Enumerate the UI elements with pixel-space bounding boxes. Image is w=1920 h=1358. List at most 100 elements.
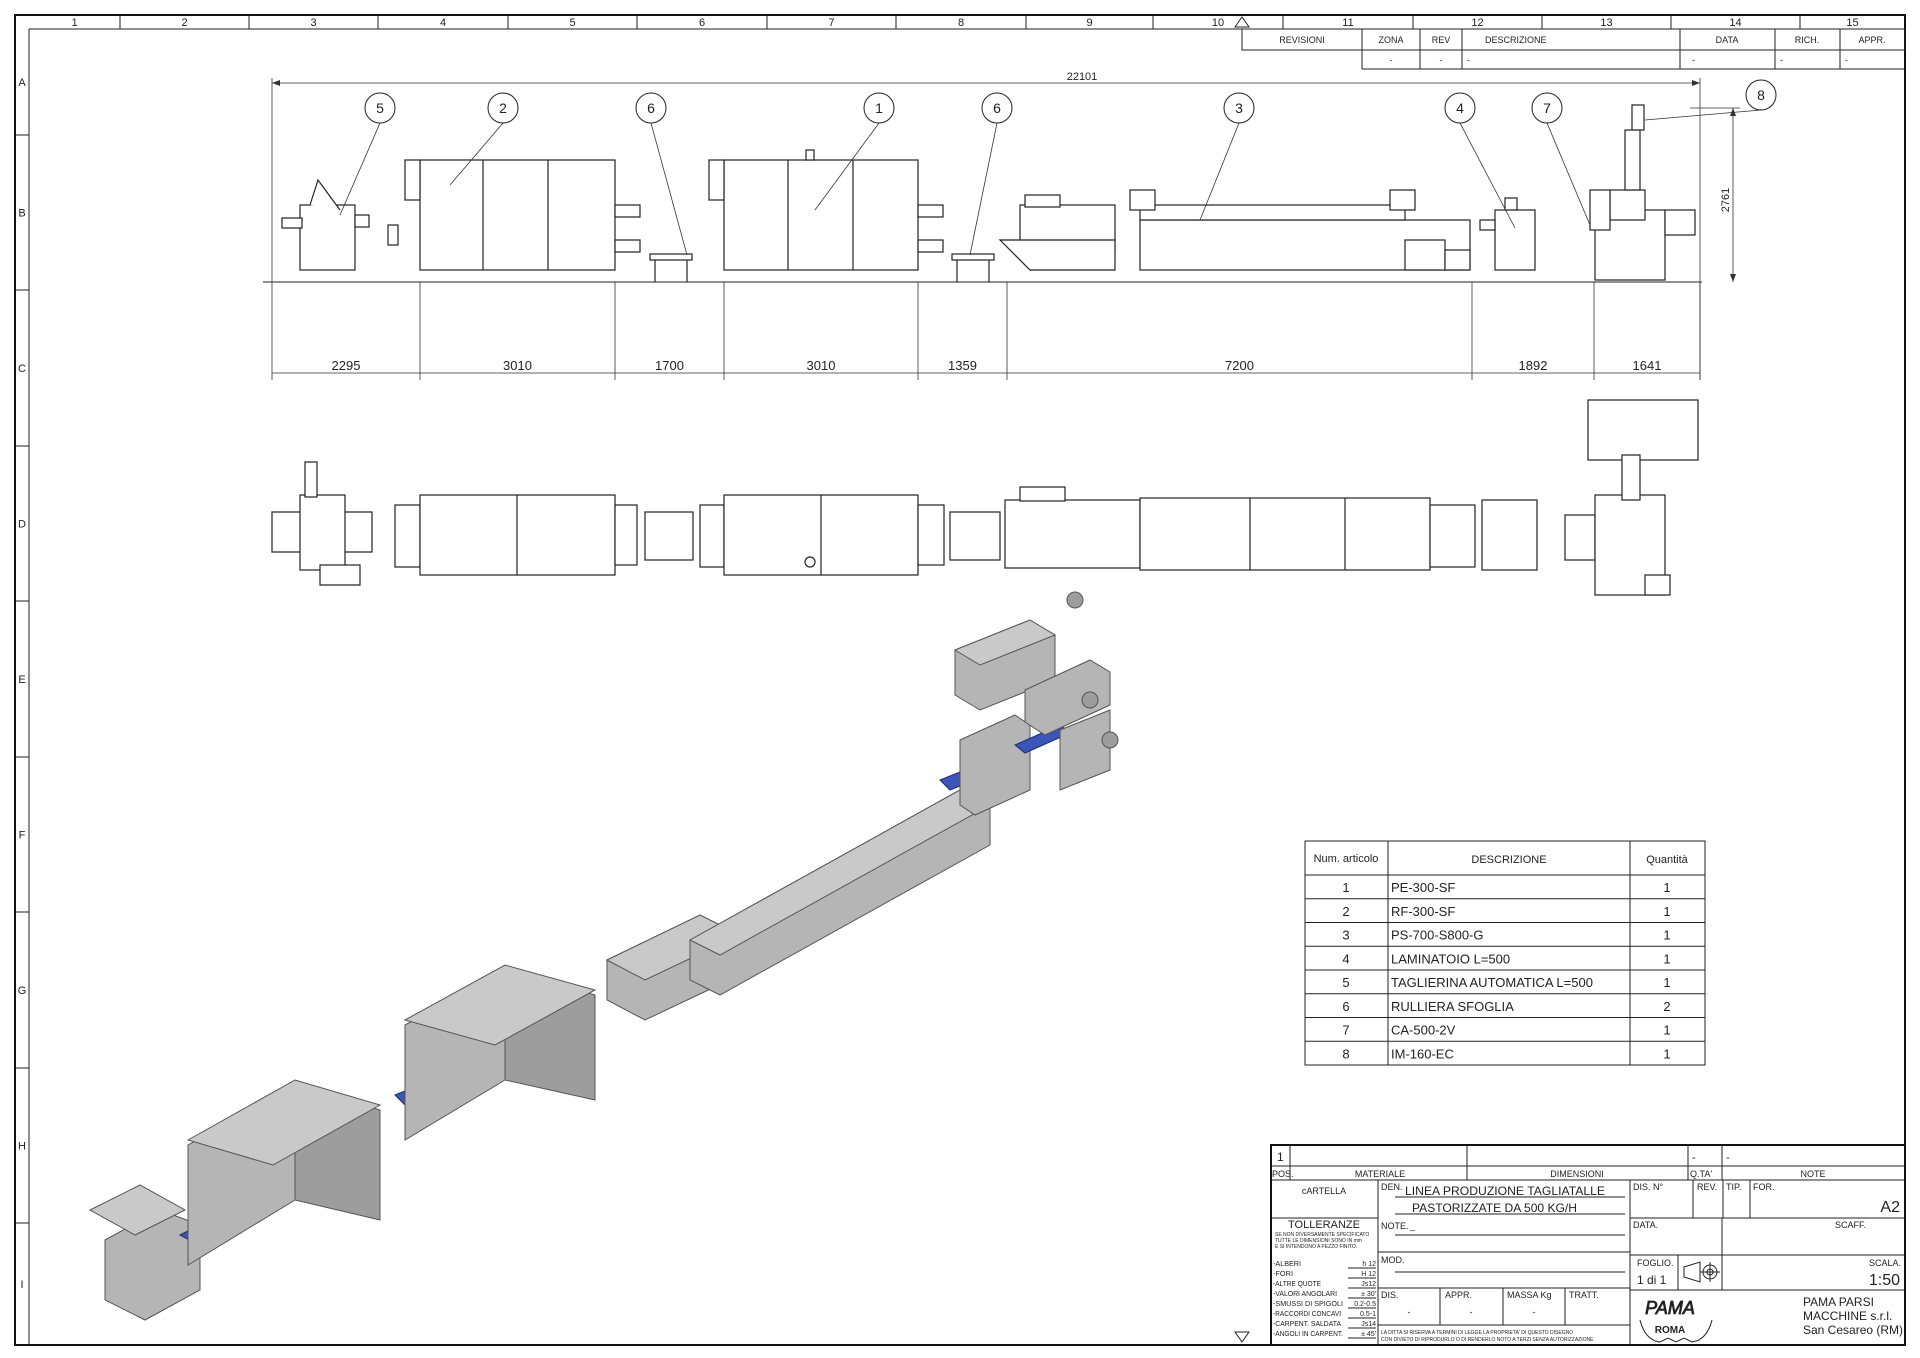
tolerance-value: ± 45' [1361, 1331, 1376, 1338]
scaff-label: SCAFF. [1835, 1220, 1866, 1230]
data-label: DATA. [1633, 1220, 1658, 1230]
legal-notice-2: CON DIVIETO DI RIPRODURLO O DI RENDERLO … [1381, 1337, 1594, 1343]
revisions-table: REVISIONI ZONA REV DESCRIZIONE DATA RICH… [1241, 28, 1906, 70]
tolerance-label: -VALORI ANGOLARI [1273, 1291, 1337, 1298]
company-type: MACCHINE s.r.l. [1803, 1309, 1892, 1323]
column-label: 12 [1471, 17, 1483, 29]
segment-dimension: 1641 [1633, 358, 1662, 373]
for-label: FOR. [1753, 1182, 1775, 1192]
row-label: H [18, 1141, 26, 1153]
dis-label: DIS. [1381, 1290, 1399, 1300]
title-block: 1 - - POS. MATERIALE DIMENSIONI Q.TA' NO… [1270, 1144, 1906, 1346]
tolerance-label: -ANGOLI IN CARPENT. [1273, 1331, 1343, 1338]
column-label: 8 [958, 17, 964, 29]
appr-label: APPR. [1445, 1290, 1472, 1300]
tolleranze-note-3: E SI INTENDONO A PEZZO FINITO. [1275, 1244, 1357, 1250]
parts-header-quantita: Quantità [1646, 854, 1688, 866]
tolleranze-note-1: SE NON DIVERSAMENTE SPECIFICATO [1275, 1232, 1369, 1238]
scala-label: SCALA. [1869, 1258, 1901, 1268]
segment-dimension: 2295 [332, 358, 361, 373]
part-num: 8 [1342, 1046, 1349, 1061]
balloon-number: 3 [1235, 100, 1243, 116]
projection-symbol-icon [1683, 1261, 1720, 1283]
segment-dimension: 1892 [1519, 358, 1548, 373]
rev-header-data: DATA [1716, 35, 1739, 45]
legal-notice-1: LA DITTA SI RISERVA A TERMINI DI LEGGE L… [1381, 1330, 1573, 1336]
balloon-number: 6 [993, 100, 1001, 116]
balloon-number: 1 [875, 100, 883, 116]
tolerance-label: -FORI [1273, 1271, 1293, 1278]
row-label: I [20, 1279, 23, 1291]
rev-appr-value: - [1845, 55, 1848, 65]
column-label: 10 [1212, 17, 1224, 29]
tolerance-value: H 12 [1361, 1271, 1376, 1278]
column-label: 2 [181, 17, 187, 29]
parts-header-num: Num. articolo [1314, 853, 1379, 865]
tolerance-row: -VALORI ANGOLARI ± 30' [1273, 1291, 1376, 1299]
row-label: F [19, 830, 26, 842]
isometric-view [88, 591, 1119, 1321]
column-label: 14 [1729, 17, 1741, 29]
massa-value: - [1533, 1307, 1536, 1317]
segment-dimension: 3010 [807, 358, 836, 373]
rev-header-revisioni: REVISIONI [1279, 35, 1325, 45]
column-label: 3 [310, 17, 316, 29]
overall-length-dimension: 22101 [1067, 71, 1098, 83]
balloon-number: 2 [499, 100, 507, 116]
balloon-number: 5 [376, 100, 384, 116]
cartella-label: cARTELLA [1302, 1186, 1346, 1196]
column-label: 1 [71, 17, 77, 29]
qta-label: Q.TA' [1690, 1169, 1712, 1179]
tolerance-value: ± 30' [1361, 1291, 1376, 1298]
tratt-label: TRATT. [1569, 1290, 1599, 1300]
part-description: TAGLIERINA AUTOMATICA L=500 [1391, 975, 1593, 990]
foglio-label: FOGLIO. [1637, 1258, 1674, 1268]
rev-zona-value: - [1390, 55, 1393, 65]
balloon-number: 6 [647, 100, 655, 116]
rev-descrizione-value: - [1467, 55, 1470, 65]
pama-logo: PAMA ROMA [1639, 1298, 1713, 1343]
part-quantity: 1 [1663, 1023, 1670, 1038]
qta-value: - [1692, 1152, 1696, 1164]
part-num: 4 [1342, 951, 1349, 966]
part-num: 2 [1342, 904, 1349, 919]
dimensioni-label: DIMENSIONI [1550, 1169, 1604, 1179]
column-label: 9 [1086, 17, 1092, 29]
rev-header-rev: REV [1432, 35, 1451, 45]
note-field-value[interactable]: _ [1409, 1221, 1416, 1231]
tolerance-label: -ALTRE QUOTE [1273, 1281, 1321, 1288]
tolerance-label: -ALBERI [1273, 1261, 1301, 1268]
tolerance-row: -ANGOLI IN CARPENT. ± 45' [1273, 1331, 1376, 1339]
segment-dimension: 3010 [503, 358, 532, 373]
part-description: PS-700-S800-G [1391, 928, 1484, 943]
row-label: B [18, 208, 25, 220]
row-label: E [18, 674, 25, 686]
item-balloon: 1 [814, 92, 895, 211]
part-description: RF-300-SF [1391, 904, 1455, 919]
svg-text:PAMA: PAMA [1645, 1298, 1695, 1318]
note-label: NOTE [1800, 1169, 1825, 1179]
scala-value: 1:50 [1869, 1272, 1900, 1289]
format-value: A2 [1880, 1199, 1900, 1216]
part-num: 1 [1342, 880, 1349, 895]
outer-border [14, 14, 1906, 1346]
pos-label: POS. [1272, 1169, 1294, 1179]
tolerance-value: 0.2-0.5 [1354, 1301, 1376, 1308]
mod-label: MOD. [1381, 1255, 1405, 1265]
part-description: IM-160-EC [1391, 1046, 1454, 1061]
part-description: PE-300-SF [1391, 880, 1455, 895]
item-balloon: 6 [969, 92, 1013, 256]
column-label: 5 [569, 17, 575, 29]
centering-triangle-icon [1234, 16, 1250, 1343]
column-label: 15 [1846, 17, 1858, 29]
appr-value: - [1470, 1307, 1473, 1317]
